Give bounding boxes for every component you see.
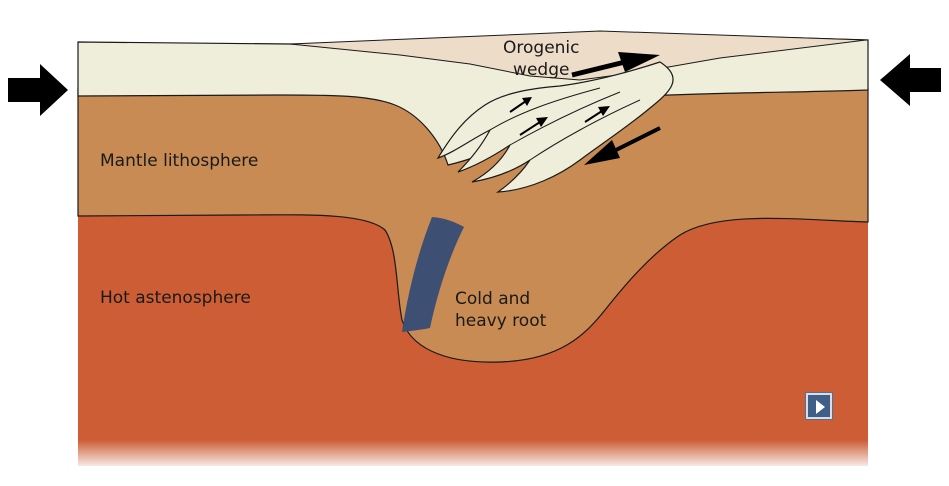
cold-root-line-2: heavy root [455, 311, 547, 331]
hot-asthenosphere-label: Hot astenosphere [100, 288, 251, 308]
thrust-direction-arrows [509, 97, 610, 136]
cold-heavy-root-label: Cold and heavy root [455, 288, 546, 332]
thrust-line-3 [529, 99, 641, 161]
relative-motion-arrows [571, 52, 661, 165]
compression-arrow-left-icon [880, 54, 941, 106]
mantle-lithosphere-label: Mantle lithosphere [100, 151, 259, 171]
orogenic-wedge-label: Orogenic wedge [503, 37, 580, 81]
thrust-line-2 [509, 91, 621, 146]
orogenic-line-1: Orogenic [503, 38, 580, 58]
play-icon [816, 400, 825, 414]
play-button[interactable] [806, 393, 832, 419]
cold-root-line-1: Cold and [455, 289, 531, 309]
orogenic-line-2: wedge [513, 60, 570, 80]
subducting-slab [402, 217, 464, 332]
compression-arrow-right-icon [8, 64, 68, 116]
mantle-lithosphere-layer [77, 87, 869, 363]
bottom-fade [78, 440, 868, 470]
thrust-line-1 [489, 87, 601, 131]
